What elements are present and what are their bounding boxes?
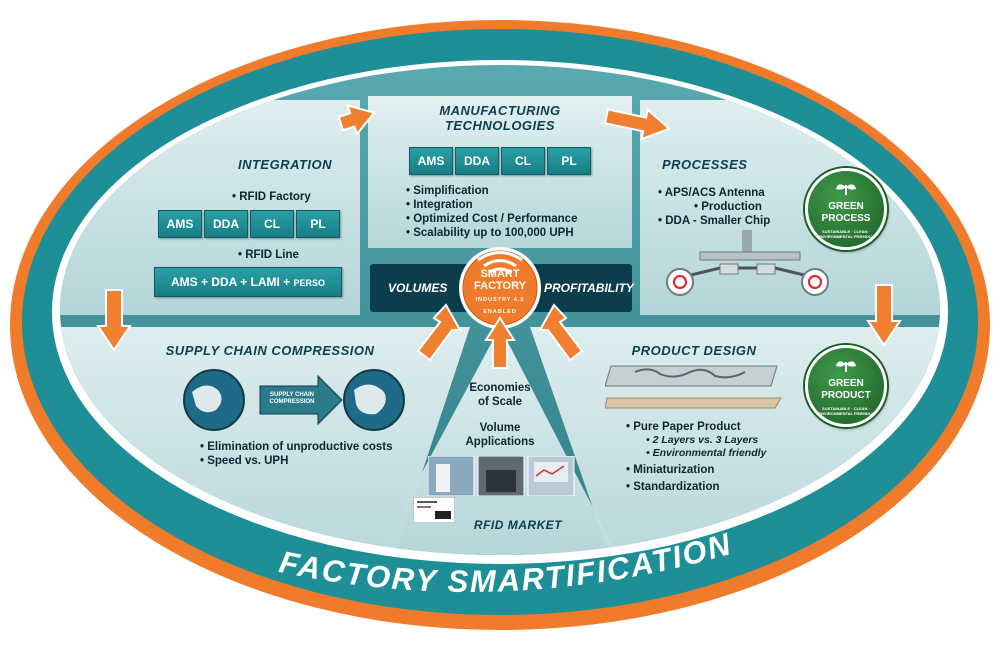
rfid-line-label: RFID Line: [238, 248, 358, 262]
integration-chip-pl: PL: [296, 210, 340, 238]
rfid-line-main: AMS + DDA + LAMI +: [170, 275, 291, 289]
product-bullets-2: Miniaturization Standardization: [626, 463, 786, 494]
integration-chip-ams: AMS: [158, 210, 202, 238]
supply-bullet: Speed vs. UPH: [200, 454, 430, 468]
green-product-ring: SUSTAINABLE · CLEAN · ENVIRONMENTAL FRIE…: [818, 406, 874, 416]
volume-line1: Volume: [479, 422, 521, 434]
integration-line-label: RFID Line: [238, 248, 358, 262]
arrow-up-left: [416, 303, 462, 362]
chip-pl: PL: [547, 147, 591, 175]
manufacturing-title-line2: TECHNOLOGIES: [444, 118, 555, 133]
processes-bullet-cont: Production: [658, 200, 798, 214]
economies-line2: of Scale: [477, 396, 523, 408]
product-sub-bullets: 2 Layers vs. 3 Layers Environmental frie…: [646, 434, 796, 460]
integration-factory-label: RFID Factory: [232, 190, 352, 204]
green-product-badge: GREEN PRODUCT SUSTAINABLE · CLEAN · ENVI…: [805, 345, 887, 427]
leaf-icon: [836, 184, 856, 195]
rfid-line-chip: AMS + DDA + LAMI + PERSO: [154, 267, 342, 297]
green-process-line1: GREEN: [828, 201, 864, 212]
processes-bullet: APS/ACS Antenna: [658, 186, 798, 200]
hub-line1: SMART: [480, 268, 520, 280]
product-sub-bullet: Environmental friendly: [646, 447, 796, 460]
integration-chip-cl: CL: [250, 210, 294, 238]
hub-line2: FACTORY: [474, 280, 526, 292]
supply-arrow-label: SUPPLY CHAIN COMPRESSION: [264, 392, 320, 406]
green-process-line2: PROCESS: [821, 213, 871, 224]
economies-of-scale: Economies of Scale: [450, 381, 550, 409]
product-bullet: Standardization: [626, 480, 786, 494]
market-photos: [428, 456, 575, 496]
manufacturing-bullet: Optimized Cost / Performance: [406, 212, 626, 226]
band-label-profitability: PROFITABILITY: [544, 281, 634, 295]
chip-dda: DDA: [455, 147, 499, 175]
supply-title: SUPPLY CHAIN COMPRESSION: [165, 343, 375, 358]
product-bullet: Pure Paper Product: [626, 420, 786, 434]
processes-title: PROCESSES: [662, 157, 748, 172]
volume-line2: Applications: [465, 436, 535, 448]
green-product-line2: PRODUCT: [821, 390, 871, 401]
economies-line1: Economies: [469, 382, 531, 394]
product-title: PRODUCT DESIGN: [631, 343, 757, 358]
arrow-up-right: [538, 303, 584, 362]
band-label-volumes: VOLUMES: [388, 281, 448, 295]
manufacturing-title-line1: MANUFACTURING: [439, 103, 561, 118]
product-sub-bullet: 2 Layers vs. 3 Layers: [646, 434, 796, 447]
leaf-icon: [836, 361, 856, 372]
hub-label: SMART FACTORY INDUSTRY 4.0 ENABLED: [462, 268, 538, 318]
supply-arrow-line2: COMPRESSION: [269, 399, 315, 405]
chip-cl: CL: [501, 147, 545, 175]
rfid-line-perso: PERSO: [293, 278, 326, 288]
rfid-label-image: [413, 497, 455, 523]
arrow-right-down: [866, 284, 902, 347]
processes-bullet: DDA - Smaller Chip: [658, 214, 798, 228]
chip-ams: AMS: [409, 147, 453, 175]
integration-title: INTEGRATION: [237, 157, 333, 172]
manufacturing-bullets: Simplification Integration Optimized Cos…: [406, 184, 626, 240]
arrow-top-right: [603, 107, 672, 141]
product-inlay-illustration: [605, 365, 782, 409]
rfid-market-title: RFID MARKET: [473, 518, 563, 532]
arrow-top-left: [337, 104, 376, 137]
manufacturing-title: MANUFACTURING TECHNOLOGIES: [380, 103, 620, 133]
product-bullet: Miniaturization: [626, 463, 786, 477]
process-machine-illustration: [666, 230, 829, 296]
supply-bullets: Elimination of unproductive costs Speed …: [200, 440, 430, 468]
arrow-left-down: [96, 289, 132, 352]
manufacturing-bullet: Scalability up to 100,000 UPH: [406, 226, 626, 240]
integration-chip-dda: DDA: [204, 210, 248, 238]
product-bullets: Pure Paper Product: [626, 420, 786, 434]
green-process-ring: SUSTAINABLE · CLEAN · ENVIRONMENTAL FRIE…: [818, 229, 874, 239]
rfid-factory-label: RFID Factory: [232, 190, 352, 204]
arrow-up-center: [484, 316, 516, 369]
volume-applications: Volume Applications: [450, 421, 550, 449]
supply-globes-illustration: [183, 369, 405, 431]
supply-arrow-line1: SUPPLY CHAIN: [269, 392, 314, 398]
processes-bullets: APS/ACS Antenna Production DDA - Smaller…: [658, 186, 798, 228]
green-product-line1: GREEN: [828, 378, 864, 389]
manufacturing-bullet: Integration: [406, 198, 626, 212]
manufacturing-bullet: Simplification: [406, 184, 626, 198]
green-process-badge: GREEN PROCESS SUSTAINABLE · CLEAN · ENVI…: [805, 168, 887, 250]
hub-ring-text: INDUSTRY 4.0 ENABLED: [475, 297, 525, 315]
supply-bullet: Elimination of unproductive costs: [200, 440, 430, 454]
